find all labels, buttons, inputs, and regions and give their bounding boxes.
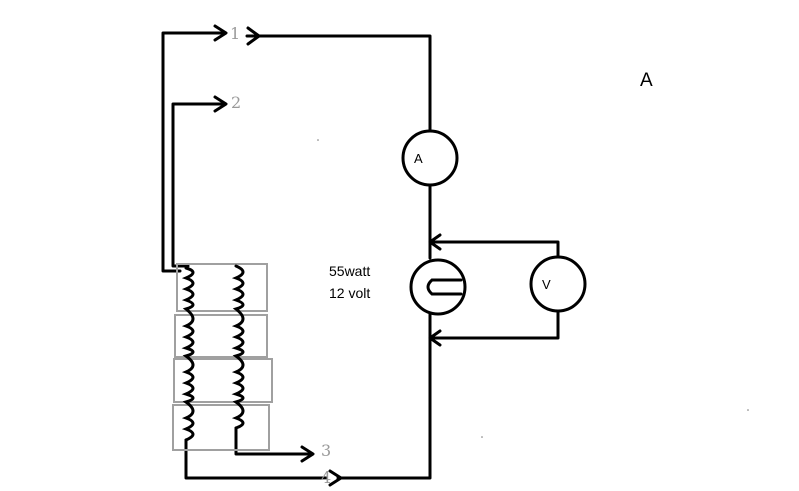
arrow-tap-4 xyxy=(328,469,343,487)
coil-box-2 xyxy=(174,314,268,358)
wire-tap-2 xyxy=(171,102,227,268)
wire-lamp-bottom xyxy=(336,312,432,480)
ammeter-circle xyxy=(401,129,459,187)
stray-dot xyxy=(747,409,749,411)
terminal-label-1: 1 xyxy=(230,24,240,43)
primary-coil xyxy=(181,266,195,442)
voltmeter-label: V xyxy=(542,277,551,292)
wire-tap-4 xyxy=(184,438,328,480)
ammeter-label: A xyxy=(414,151,423,166)
coil-box-1 xyxy=(176,263,268,312)
terminal-label-3: 3 xyxy=(321,441,331,460)
wire-voltmeter-top xyxy=(428,240,560,262)
lamp-power-label: 55watt xyxy=(329,263,370,279)
wire-voltmeter-bottom xyxy=(428,309,560,340)
lamp-circle xyxy=(409,258,467,316)
stray-dot xyxy=(317,139,319,141)
arrow-tap-1 xyxy=(213,24,228,42)
arrow-tap-3 xyxy=(300,445,315,463)
wire-tap-1 xyxy=(161,31,227,273)
lamp-voltage-label: 12 volt xyxy=(329,285,370,301)
terminal-label-2: 2 xyxy=(231,93,241,112)
wire-top xyxy=(245,34,432,134)
voltmeter-circle xyxy=(529,255,587,313)
arrow-tap-2 xyxy=(213,95,228,113)
coil-box-4 xyxy=(172,404,270,451)
secondary-coil xyxy=(231,264,245,430)
stray-dot xyxy=(481,436,483,438)
coil-box-3 xyxy=(173,358,273,403)
arrow-top xyxy=(246,26,261,46)
corner-label: A xyxy=(640,70,653,91)
arrow-voltmeter-top xyxy=(428,233,442,251)
wire-tap-3 xyxy=(234,426,314,456)
lamp-filament xyxy=(426,278,463,296)
terminal-label-4: 4 xyxy=(321,468,331,487)
